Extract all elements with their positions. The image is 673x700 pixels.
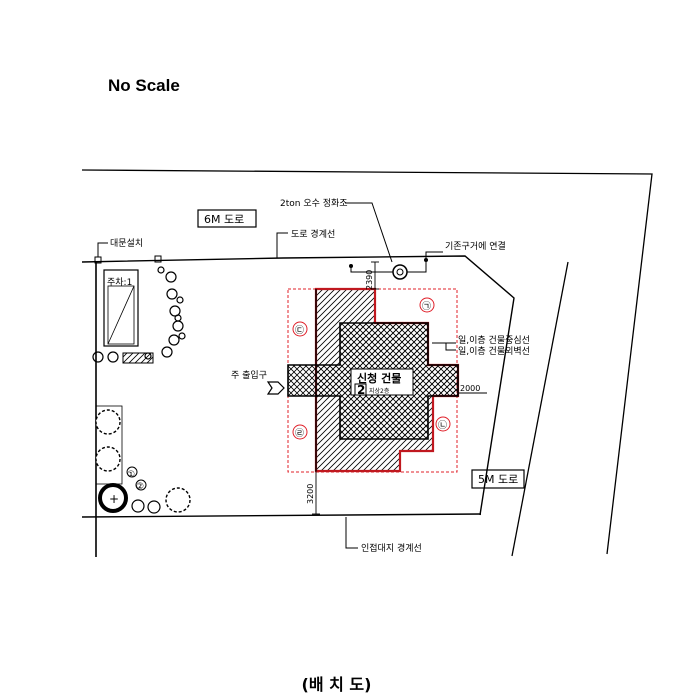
road-edge-top bbox=[81, 169, 653, 555]
tree-marker-1: ① bbox=[127, 470, 135, 480]
adjacent-boundary-label: 인접대지 경계선 bbox=[361, 542, 422, 554]
septic-label: 2ton 오수 정화조 bbox=[280, 198, 348, 209]
road-5m-label: 5M 도로 bbox=[478, 473, 518, 486]
small-shrub-icon bbox=[131, 499, 161, 514]
adjacent-boundary-line bbox=[81, 513, 482, 518]
road-6m-label: 6M 도로 bbox=[204, 213, 244, 226]
gate-post-icon bbox=[154, 255, 162, 263]
parking-space bbox=[103, 269, 139, 347]
wall-center-label: 일,이층 건물중심선 bbox=[458, 335, 530, 346]
septic-tank-icon bbox=[392, 264, 408, 280]
building-floors: 지상2층 bbox=[369, 387, 390, 395]
parking-label: 주차:1 bbox=[107, 276, 132, 288]
dim-3200: 3200 bbox=[306, 484, 315, 504]
septic-leader bbox=[345, 202, 393, 263]
large-tree-icon bbox=[98, 483, 128, 513]
zone-b-label: ㉡ bbox=[438, 420, 447, 431]
zone-a-label: ㉠ bbox=[422, 301, 431, 312]
gate-label: 대문설치 bbox=[110, 237, 143, 249]
bench bbox=[122, 352, 154, 364]
shrub-row bbox=[92, 266, 186, 363]
building-name: 신청 건물 bbox=[357, 371, 401, 385]
main-entrance-label: 주 출입구 bbox=[231, 369, 267, 381]
dim-2000: 2000 bbox=[460, 384, 480, 393]
tree-icon bbox=[95, 409, 191, 513]
road-boundary-label: 도로 경계선 bbox=[291, 228, 335, 240]
main-sewer-label: 기존구거에 연결 bbox=[445, 241, 506, 252]
entrance-arrow-icon bbox=[266, 381, 285, 395]
zone-c-label: ㉢ bbox=[295, 325, 304, 336]
building-label-box bbox=[350, 368, 414, 396]
svg-text:+: + bbox=[109, 492, 119, 506]
zone-d-label: ㉣ bbox=[295, 428, 304, 439]
scale-note: No Scale bbox=[108, 76, 180, 95]
site-boundary bbox=[81, 255, 515, 516]
zone-marker bbox=[292, 297, 451, 440]
road-edge-bottom-right bbox=[511, 261, 569, 557]
road-6m-box bbox=[197, 209, 257, 228]
wall-outer-label: 일,이층 건물외벽선 bbox=[458, 345, 530, 357]
drawing-caption: (배 치 도) bbox=[301, 675, 372, 694]
building-number: 2 bbox=[357, 383, 365, 397]
road-5m-box bbox=[471, 469, 525, 489]
dimension-lines bbox=[312, 261, 487, 515]
dim-2390: 2390 bbox=[365, 270, 374, 290]
tree-marker-2: ② bbox=[136, 482, 144, 492]
